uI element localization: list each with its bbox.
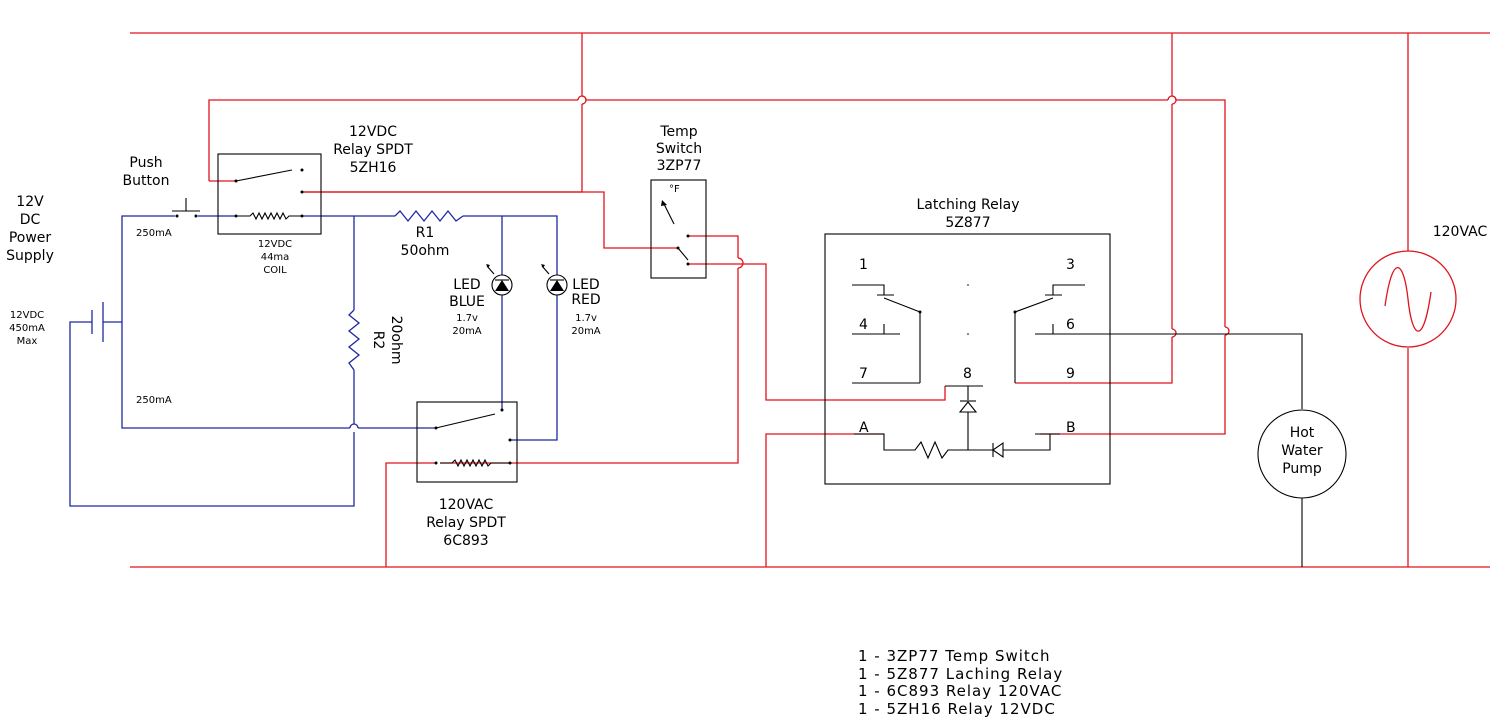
pump-label-2: Water	[1281, 443, 1323, 459]
relay-coil-spec-3: COIL	[263, 265, 287, 276]
temp-switch	[650, 179, 707, 279]
parts-list-item: 1 - 5ZH16 Relay 12VDC	[858, 700, 1056, 718]
hot-water-pump	[1170, 333, 1347, 567]
relay-120vac-title-1: 120VAC	[439, 497, 494, 513]
latching-relay-title-1: Latching Relay	[916, 197, 1019, 213]
latching-relay	[824, 233, 1170, 485]
pin-1: 1	[859, 257, 868, 273]
pin-7: 7	[859, 366, 868, 382]
labels: 12V DC Power Supply 12VDC 450mA Max 250m…	[6, 124, 1487, 718]
led-red-spec-1: 1.7v	[575, 313, 597, 324]
led-blue-spec-2: 20mA	[452, 326, 481, 337]
ac-wiring	[130, 32, 1490, 568]
relay-120vac-title-2: Relay SPDT	[426, 515, 506, 531]
led-red-spec-2: 20mA	[571, 326, 600, 337]
relay-12vdc-title-2: Relay SPDT	[333, 142, 413, 158]
pin-a: A	[859, 420, 869, 436]
parts-list-item: 1 - 3ZP77 Temp Switch	[858, 647, 1051, 665]
pin-3: 3	[1066, 257, 1075, 273]
led-red-name-2: RED	[571, 292, 600, 308]
pump-label-3: Pump	[1282, 461, 1322, 477]
components	[172, 153, 1347, 567]
led-red-name-1: LED	[572, 277, 599, 293]
push-button[interactable]	[172, 198, 200, 218]
pin-4: 4	[859, 317, 868, 333]
push-button-label-1: Push	[129, 155, 162, 171]
current-top: 250mA	[136, 228, 172, 239]
pin-b: B	[1066, 420, 1076, 436]
relay-120vac-title-3: 6C893	[443, 533, 488, 549]
r2-name: R2	[370, 331, 386, 350]
parts-list-item: 1 - 5Z877 Laching Relay	[858, 665, 1063, 683]
power-supply-rating-1: 12VDC	[10, 310, 44, 321]
push-button-label-2: Button	[123, 173, 170, 189]
relay-12vdc-title-3: 5ZH16	[350, 160, 397, 176]
temp-switch-title-1: Temp	[659, 124, 697, 140]
power-supply-title-2: DC	[20, 212, 41, 228]
led-blue-spec-1: 1.7v	[456, 313, 478, 324]
relay-120vac	[416, 401, 518, 483]
latching-relay-title-2: 5Z877	[945, 215, 990, 231]
relay-12vdc-title-1: 12VDC	[349, 124, 397, 140]
relay-coil-spec-1: 12VDC	[258, 239, 292, 250]
power-supply-title-3: Power	[9, 230, 52, 246]
pin-9: 9	[1066, 366, 1075, 382]
led-blue-name-2: BLUE	[449, 294, 485, 310]
pin-8: 8	[963, 366, 972, 382]
r1-name: R1	[416, 225, 435, 241]
parts-list-item: 1 - 6C893 Relay 120VAC	[858, 682, 1062, 700]
r1-value: 50ohm	[401, 243, 450, 259]
current-bottom: 250mA	[136, 395, 172, 406]
led-blue-name-1: LED	[453, 277, 480, 293]
relay-coil-spec-2: 44ma	[261, 252, 290, 263]
led-red	[541, 264, 568, 296]
relay-12vdc	[217, 153, 322, 235]
power-supply-title-1: 12V	[16, 194, 44, 210]
dc-wiring	[69, 209, 558, 507]
temp-switch-title-3: 3ZP77	[657, 158, 702, 174]
pump-label-1: Hot	[1290, 425, 1315, 441]
temp-switch-title-2: Switch	[656, 141, 702, 157]
power-supply-rating-2: 450mA	[9, 323, 45, 334]
ac-source-label: 120VAC	[1433, 224, 1488, 240]
pin-6: 6	[1066, 317, 1075, 333]
temp-switch-unit: °F	[669, 184, 680, 195]
r2-value: 20ohm	[388, 316, 404, 365]
power-supply-rating-3: Max	[17, 336, 38, 347]
led-blue	[486, 264, 513, 296]
power-supply-title-4: Supply	[6, 248, 54, 264]
